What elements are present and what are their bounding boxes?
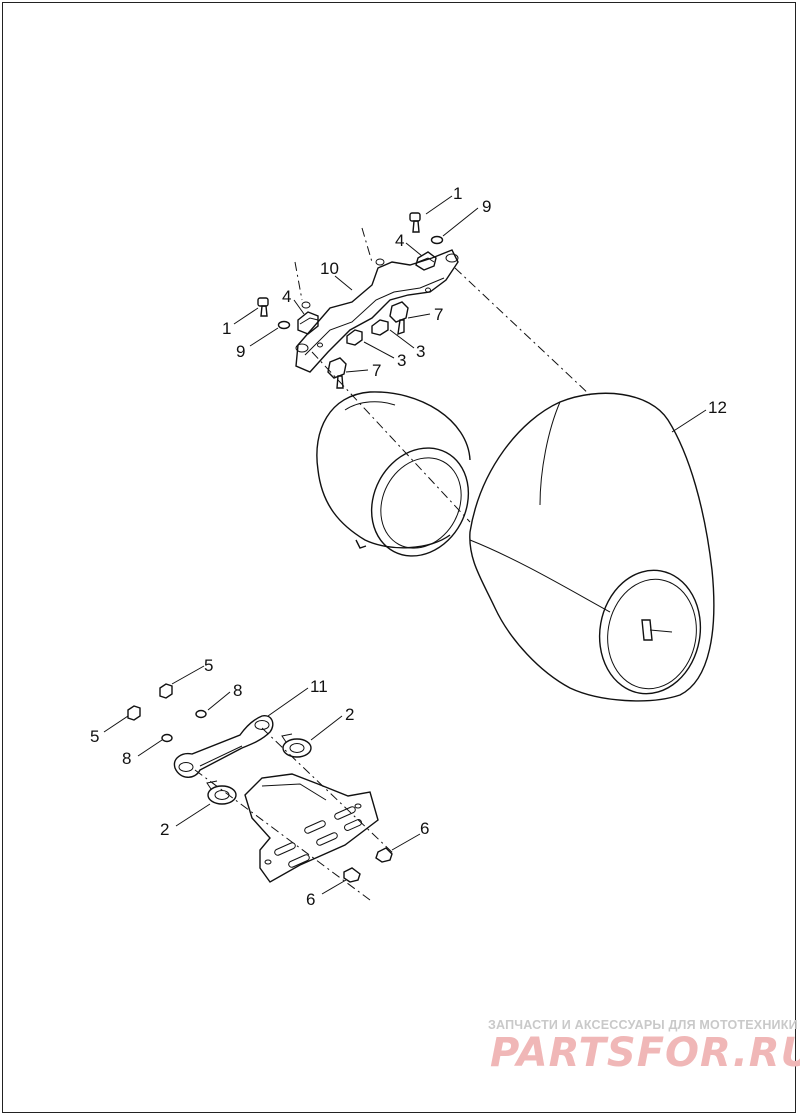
callout-7-bottom: 7 xyxy=(372,361,381,380)
nut-5-top xyxy=(159,683,173,699)
washer-8-left xyxy=(161,733,173,743)
alignment-lines xyxy=(194,227,591,901)
watermark-tagline: ЗАПЧАСТИ И АКСЕССУАРЫ ДЛЯ МОТОТЕХНИКИ xyxy=(488,1018,798,1032)
mounting-plate xyxy=(244,773,379,883)
washer-8-top xyxy=(195,709,207,719)
headlamp-cowl xyxy=(469,392,715,702)
nut-b xyxy=(346,329,363,346)
leader-lines xyxy=(103,195,707,895)
callout-8-left: 8 xyxy=(122,749,131,768)
callout-1-left: 1 xyxy=(222,319,231,338)
callout-12: 12 xyxy=(708,398,727,417)
lower-bracket xyxy=(173,715,274,778)
grommet-right xyxy=(281,733,312,758)
upper-bracket xyxy=(295,249,459,373)
callout-9-top: 9 xyxy=(482,197,491,216)
screw-6-bottom xyxy=(343,867,361,883)
screw-6-right xyxy=(375,847,393,863)
washer-top xyxy=(430,235,444,245)
callout-6-right: 6 xyxy=(420,819,429,838)
grommet-left xyxy=(206,780,237,805)
callout-1-top: 1 xyxy=(453,184,462,203)
callout-3-right: 3 xyxy=(416,342,425,361)
clip-nut-left xyxy=(297,311,319,335)
callout-8-top: 8 xyxy=(233,681,242,700)
callout-7-top: 7 xyxy=(434,305,443,324)
nut-a xyxy=(371,319,389,336)
watermark-logo: PARTSFOR.RU xyxy=(490,1030,800,1076)
callout-11: 11 xyxy=(310,677,328,696)
callout-9-left: 9 xyxy=(236,342,245,361)
nut-5-left xyxy=(127,705,141,721)
screw-left xyxy=(257,297,269,317)
screw-top xyxy=(409,212,421,233)
bolt-right xyxy=(389,301,409,336)
bolt-lower xyxy=(327,357,347,389)
callout-3-left: 3 xyxy=(397,351,406,370)
callout-2-right: 2 xyxy=(345,705,354,724)
clip-nut-top xyxy=(415,251,437,271)
callout-10: 10 xyxy=(320,259,339,278)
callout-5-top: 5 xyxy=(204,656,213,675)
washer-left xyxy=(277,320,291,330)
callout-4-top: 4 xyxy=(395,231,404,250)
callout-2-left: 2 xyxy=(160,820,169,839)
callout-4-left: 4 xyxy=(282,287,291,306)
headlamp-bucket xyxy=(316,391,471,557)
callout-5-left: 5 xyxy=(90,727,99,746)
callout-labels: 1 9 4 10 4 1 9 7 3 3 7 12 5 8 11 5 2 8 2… xyxy=(90,184,727,909)
callout-6-bottom: 6 xyxy=(306,890,315,909)
